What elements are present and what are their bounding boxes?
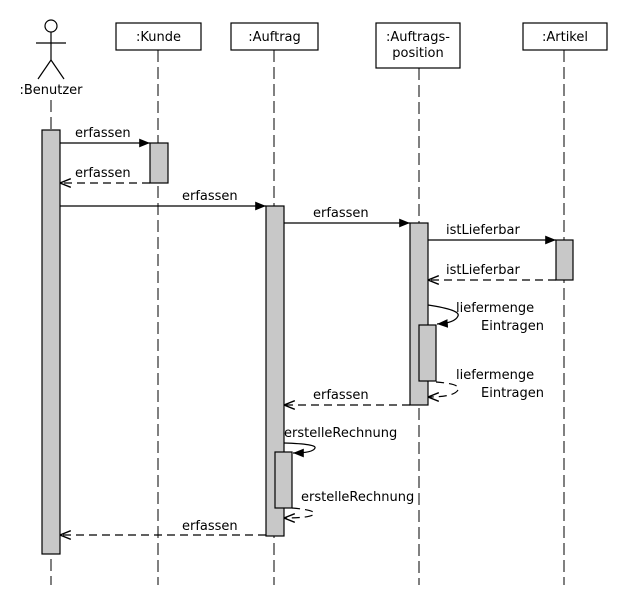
message-m2: erfassen	[60, 166, 150, 183]
message-m1: erfassen	[60, 126, 150, 148]
message-label-line1: liefermenge	[456, 368, 534, 383]
participant-auftrag: :Auftrag	[230, 22, 319, 51]
message-label: istLieferbar	[446, 263, 520, 278]
message-label-line2: Eintragen	[481, 319, 544, 334]
message-m9: erfassen	[284, 388, 410, 405]
participant-auftragsposition: :Auftrags- position	[375, 22, 461, 69]
activation-bar-benutzer	[41, 129, 61, 555]
message-m7: liefermenge Eintragen	[427, 301, 544, 334]
message-m10: erstelleRechnung	[283, 426, 397, 458]
message-label: erfassen	[313, 206, 369, 221]
participant-artikel: :Artikel	[522, 22, 608, 51]
activation-bar-kunde	[149, 142, 169, 184]
stick-figure-icon	[36, 19, 66, 80]
message-m6: istLieferbar	[428, 263, 556, 280]
message-m12: erfassen	[60, 519, 266, 535]
message-m8: liefermenge Eintragen	[428, 368, 544, 401]
participant-label: :Benutzer	[19, 83, 83, 98]
participant-label: :Auftrag	[248, 30, 301, 45]
message-label: erstelleRechnung	[284, 426, 397, 441]
message-m3: erfassen	[60, 189, 266, 211]
message-label: erfassen	[75, 166, 131, 181]
activation-bar-artikel	[555, 239, 574, 281]
message-label: erstelleRechnung	[301, 490, 414, 505]
activation-bar-auftrag-nested	[274, 451, 293, 509]
message-label-line1: liefermenge	[456, 301, 534, 316]
message-label: erfassen	[182, 519, 238, 534]
message-m4: erfassen	[284, 206, 410, 228]
actor-benutzer: :Benutzer	[19, 19, 83, 98]
message-label: erfassen	[182, 189, 238, 204]
participant-label-line2: position	[392, 46, 444, 61]
participant-label: :Artikel	[542, 30, 588, 45]
message-label: erfassen	[313, 388, 369, 403]
message-label: istLieferbar	[446, 223, 520, 238]
participant-label: :Kunde	[136, 30, 181, 45]
participant-kunde: :Kunde	[115, 22, 202, 51]
message-m5: istLieferbar	[428, 223, 556, 245]
message-label: erfassen	[75, 126, 131, 141]
activation-bar-auftragsposition-nested	[418, 324, 437, 382]
message-label-line2: Eintragen	[481, 386, 544, 401]
participant-label-line1: :Auftrags-	[386, 30, 450, 45]
message-m11: erstelleRechnung	[284, 490, 414, 518]
